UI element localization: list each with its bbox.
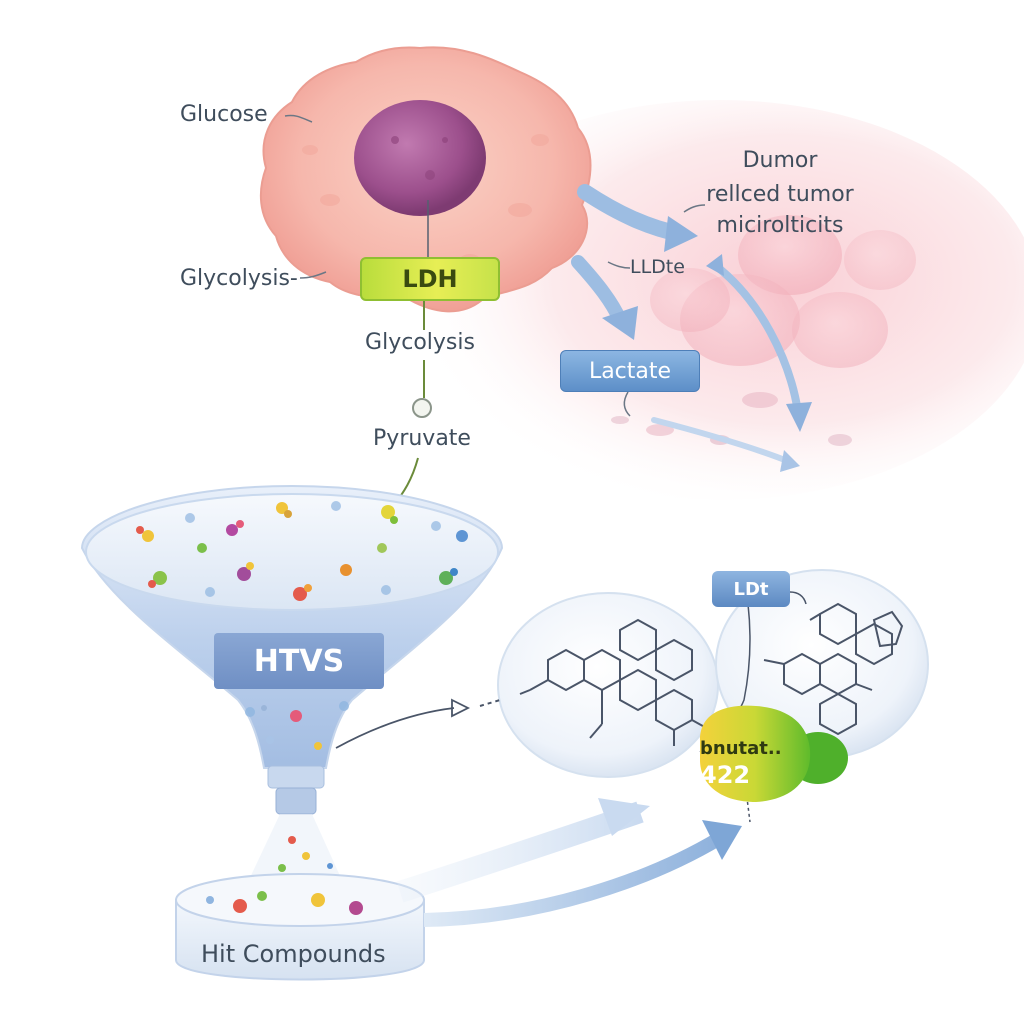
compound-blob (700, 705, 848, 802)
glycolysis-left-pointer (299, 271, 327, 279)
ldt-tag: LDt (712, 571, 790, 607)
arrow-head-2 (602, 306, 638, 340)
funnel-to-molecule-link (335, 707, 455, 749)
glucose-pointer (284, 114, 313, 123)
pyruvate-label: Pyruvate (373, 426, 471, 451)
arrow-cycle (712, 262, 802, 416)
tumor-label-line2: rellced tumor (706, 182, 854, 207)
compound-name-label: bnutat.. (700, 738, 782, 759)
lactate-tag: Lactate (560, 350, 700, 392)
ldt-connector-arrow (789, 591, 807, 605)
arrow-screen-1 (396, 801, 644, 903)
funnel-link-head (451, 698, 471, 718)
molecule-structure-left (519, 618, 711, 746)
lactate-pointer (623, 391, 631, 417)
htvs-label: HTVS (214, 633, 384, 689)
ldte-pointer (607, 261, 631, 269)
glycolysis-left-label: Glycolysis- (180, 266, 298, 291)
tumor-label-line3: micirolticits (716, 213, 844, 238)
arrow-head-3 (786, 402, 812, 432)
arrow-bottom (651, 417, 793, 465)
ldh-tag: LDH (360, 257, 500, 301)
arrow-head-4 (706, 254, 724, 276)
hit-compounds-label: Hit Compounds (201, 940, 386, 968)
arrow-screen-2 (423, 831, 724, 927)
connector-dashed (479, 699, 501, 707)
arrow-head-1 (664, 216, 698, 252)
compound-pointer (745, 789, 751, 823)
ldte-label: LLDte (630, 256, 685, 278)
molecule-structure-right (763, 602, 904, 736)
arrow-head-5 (780, 450, 800, 472)
molecule-cluster (136, 501, 468, 750)
arrow-head-screen-2 (702, 820, 742, 860)
beaker-dish-icon (175, 873, 425, 981)
compound-id-label: 422 (700, 761, 751, 789)
tumor-pointer (683, 204, 706, 213)
glycolysis-center-label: Glycolysis (365, 330, 475, 355)
nucleus-icon (354, 100, 486, 216)
arrow-head-screen-1 (598, 798, 650, 836)
pyruvate-node (412, 398, 432, 418)
tumor-label-line1: Dumor (742, 148, 818, 173)
glucose-label: Glucose (180, 102, 268, 127)
